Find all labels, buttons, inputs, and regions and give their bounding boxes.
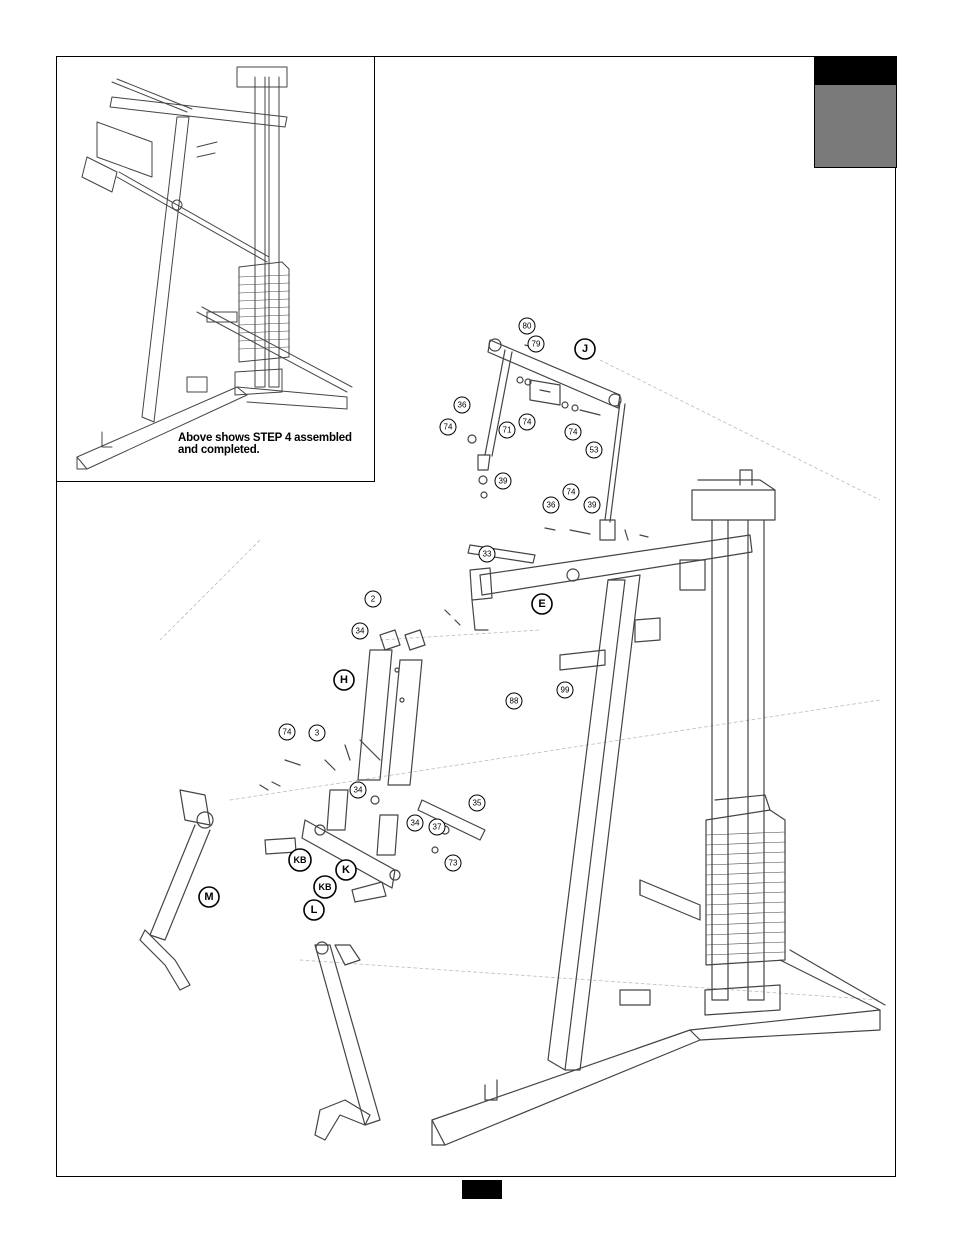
inset-caption-line2: and completed. — [178, 444, 368, 456]
part-label-39a: 39 — [499, 477, 508, 486]
part-label-36b: 36 — [547, 501, 556, 510]
part-label-53: 53 — [590, 446, 599, 455]
part-label-36a: 36 — [458, 401, 467, 410]
part-label-74e: 74 — [283, 728, 292, 737]
part-label-39b: 39 — [588, 501, 597, 510]
completed-step-inset: Above shows STEP 4 assembled and complet… — [56, 56, 375, 482]
inset-caption-line1: Above shows STEP 4 assembled — [178, 432, 368, 444]
assembly-label-k: K — [342, 864, 350, 876]
assembly-label-kb-a: KB — [294, 855, 307, 865]
assembly-label-l: L — [311, 904, 318, 916]
assembly-label-m: M — [204, 891, 213, 903]
assembly-label-e: E — [538, 598, 545, 610]
assembly-label-h: H — [340, 674, 348, 686]
part-label-80: 80 — [523, 322, 532, 331]
part-label-35: 35 — [473, 799, 482, 808]
assembly-label-j: J — [582, 343, 588, 355]
part-label-34b: 34 — [354, 786, 363, 795]
part-label-3: 3 — [315, 729, 320, 738]
part-label-79: 79 — [532, 340, 541, 349]
inset-caption: Above shows STEP 4 assembled and complet… — [178, 432, 368, 456]
part-label-33: 33 — [483, 550, 492, 559]
part-label-34a: 34 — [356, 627, 365, 636]
completed-assembly-drawing — [57, 57, 376, 483]
part-label-74a: 74 — [523, 418, 532, 427]
page-number-tab — [462, 1180, 502, 1199]
part-label-34c: 34 — [411, 819, 420, 828]
assembly-label-kb-b: KB — [319, 882, 332, 892]
part-label-74b: 74 — [569, 428, 578, 437]
part-label-2: 2 — [371, 595, 376, 604]
part-label-99: 99 — [561, 686, 570, 695]
part-label-88: 88 — [510, 697, 519, 706]
part-label-71: 71 — [503, 426, 512, 435]
part-label-73: 73 — [449, 859, 458, 868]
part-label-74d: 74 — [567, 488, 576, 497]
part-label-74c: 74 — [444, 423, 453, 432]
part-label-37: 37 — [433, 823, 442, 832]
